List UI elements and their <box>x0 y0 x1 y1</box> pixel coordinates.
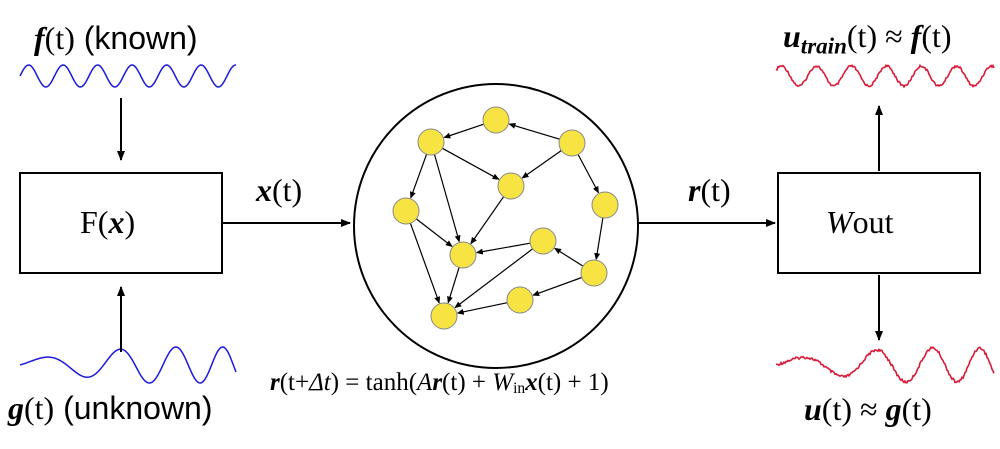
readout-w: W <box>826 204 853 240</box>
x-var: x <box>256 172 272 208</box>
train-var: u <box>783 18 801 54</box>
eq-part2: ) = tanh( <box>330 369 418 396</box>
reservoir-edge-16 <box>433 154 461 243</box>
train-output-label: utrain(t) ≈ f(t) <box>783 20 952 57</box>
reservoir-edge-13 <box>454 248 533 309</box>
reservoir-edge-11 <box>532 276 583 296</box>
reservoir-node-10 <box>430 302 458 330</box>
train-arg: (t) ≈ <box>846 18 911 54</box>
test-target-arg: (t) <box>901 391 932 427</box>
known-fn-symbol: f <box>34 20 45 56</box>
reservoir-node-3 <box>497 172 525 200</box>
x-arg: (t) <box>272 172 303 208</box>
eq-in: in <box>513 380 526 398</box>
r-arg: (t) <box>700 172 731 208</box>
reservoir-edge-1 <box>508 122 560 140</box>
test-var: u <box>804 391 822 427</box>
transform-var: x <box>108 204 125 240</box>
reservoir-node-6 <box>529 227 557 255</box>
reservoir-edge-15 <box>409 222 440 304</box>
eq-delta: Δt <box>309 369 331 396</box>
transform-box <box>19 172 223 274</box>
transform-suffix: ) <box>124 204 136 240</box>
reservoir-node-1 <box>482 106 510 134</box>
reservoir-node-9 <box>506 286 534 314</box>
eq-x: x <box>525 369 538 396</box>
readout-box-label: Wout <box>826 206 894 238</box>
unknown-input-label: g(t) (unknown) <box>8 392 213 424</box>
train-target: f <box>910 18 922 54</box>
r-var: r <box>688 172 701 208</box>
eq-part3: (t) + <box>442 369 493 396</box>
reservoir-edges <box>409 122 604 315</box>
known-input-label: f(t) (known) <box>34 22 198 54</box>
reservoir-node-7 <box>449 241 477 269</box>
test-output-label: u(t) ≈ g(t) <box>804 393 932 425</box>
eq-r2: r <box>432 369 443 396</box>
reservoir-edge-5 <box>410 153 428 199</box>
reservoir-edge-14 <box>447 267 460 304</box>
test-arg: (t) ≈ <box>821 391 886 427</box>
reservoir-edge-12 <box>456 302 508 315</box>
reservoir-edge-3 <box>442 147 500 180</box>
eq-A: A <box>417 369 433 396</box>
reservoir-edge-4 <box>577 154 599 194</box>
reservoir-node-5 <box>392 197 420 225</box>
test-target: g <box>885 391 902 427</box>
reservoir-edge-0 <box>443 123 484 139</box>
readout-box <box>777 172 981 274</box>
reservoir-node-8 <box>580 259 608 287</box>
r-signal-label: r(t) <box>688 174 731 206</box>
train-subscript: train <box>800 32 847 59</box>
reservoir-edge-9 <box>594 217 604 261</box>
train-target-arg: (t) <box>921 18 952 54</box>
known-fn-arg: (t) <box>44 20 75 56</box>
unknown-fn-symbol: g <box>8 390 24 426</box>
reservoir-edge-2 <box>521 150 562 179</box>
reservoir-node-4 <box>591 191 619 219</box>
reservoir-edge-7 <box>470 196 505 245</box>
reservoir-node-2 <box>558 129 586 157</box>
reservoir-edge-10 <box>554 247 584 267</box>
eq-part4: (t) + 1) <box>537 369 609 396</box>
known-note: (known) <box>83 20 198 56</box>
reservoir-edge-8 <box>475 242 531 255</box>
eq-W: W <box>492 369 514 396</box>
eq-part1: (t+ <box>279 369 310 396</box>
x-signal-label: x(t) <box>256 174 302 206</box>
train-output-wave <box>775 63 995 89</box>
known-input-wave <box>19 64 237 88</box>
unknown-input-wave <box>19 346 237 384</box>
update-equation: r(t+Δt) = tanh(Ar(t) + Winx(t) + 1) <box>270 370 609 397</box>
reservoir-node-0 <box>417 128 445 156</box>
unknown-fn-arg: (t) <box>24 390 55 426</box>
unknown-note: (unknown) <box>63 390 213 426</box>
transform-prefix: F( <box>80 204 109 240</box>
readout-rest: out <box>852 204 894 240</box>
transform-box-label: F(x) <box>80 206 135 238</box>
reservoir-edge-6 <box>415 218 453 248</box>
test-output-wave <box>775 346 995 384</box>
reservoir-nodes <box>392 106 619 330</box>
eq-r: r <box>270 369 280 396</box>
